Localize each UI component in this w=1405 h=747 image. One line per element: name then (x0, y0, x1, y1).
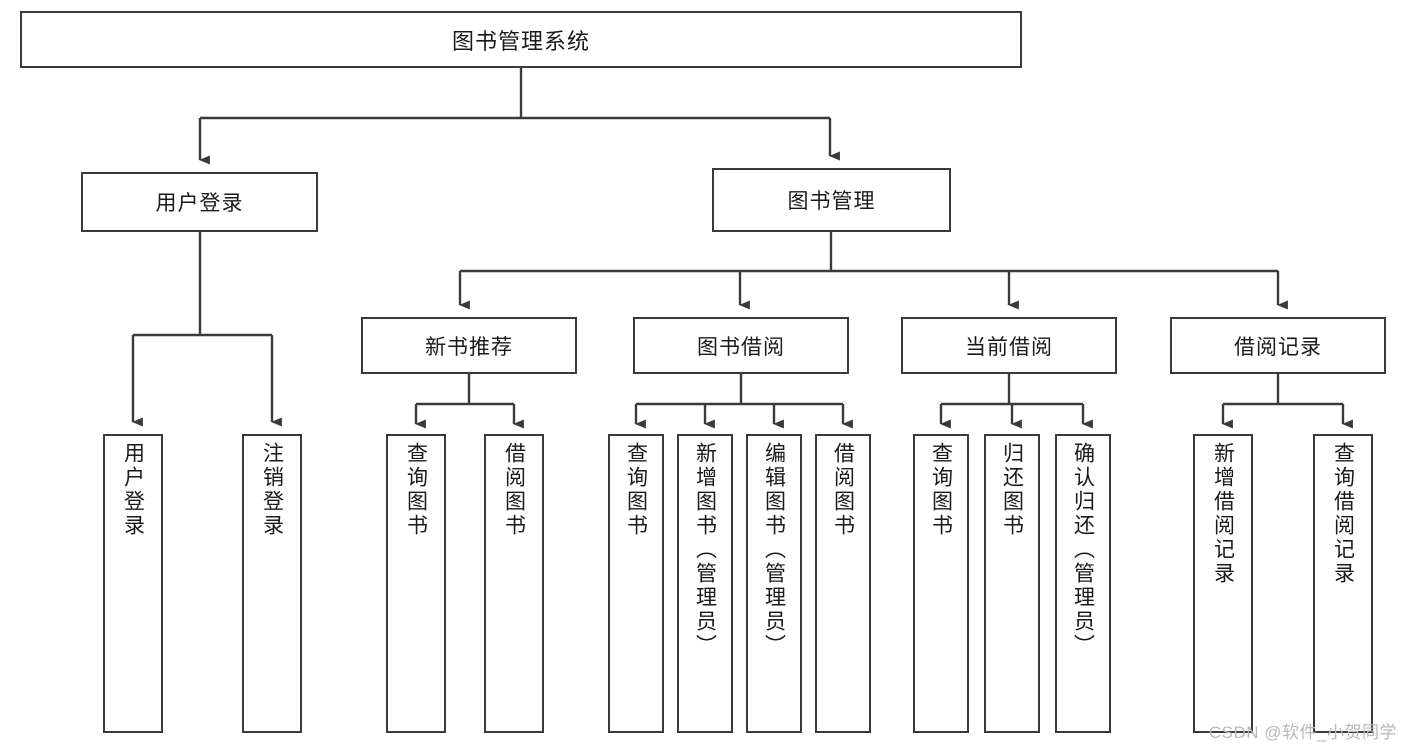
node-leaf-add-book-label: 新增图书（管理员） (693, 442, 717, 658)
node-leaf-return-book-label: 归还图书 (1000, 442, 1024, 538)
watermark: CSDN @软件_小贺同学 (1208, 723, 1397, 742)
node-leaf-query-book-3[interactable]: 查询图书 (913, 434, 969, 733)
node-leaf-logout-label: 注销登录 (260, 442, 284, 538)
node-leaf-add-record-label: 新增借阅记录 (1211, 442, 1235, 586)
node-leaf-add-record[interactable]: 新增借阅记录 (1193, 434, 1253, 733)
node-new-book-recommend-label: 新书推荐 (425, 335, 513, 359)
node-leaf-user-login-label: 用户登录 (121, 442, 145, 538)
node-book-management[interactable]: 图书管理 (712, 168, 951, 232)
node-leaf-query-book-2-label: 查询图书 (624, 442, 648, 538)
node-book-management-label: 图书管理 (787, 190, 876, 213)
node-leaf-edit-book-label: 编辑图书（管理员） (762, 442, 786, 658)
node-book-borrow[interactable]: 图书借阅 (633, 317, 849, 374)
node-new-book-recommend[interactable]: 新书推荐 (361, 317, 577, 374)
node-leaf-borrow-book-1-label: 借阅图书 (502, 442, 526, 538)
node-leaf-edit-book[interactable]: 编辑图书（管理员） (746, 434, 802, 733)
node-leaf-query-book-2[interactable]: 查询图书 (608, 434, 664, 733)
node-user-login[interactable]: 用户登录 (81, 172, 318, 232)
node-leaf-borrow-book-2[interactable]: 借阅图书 (815, 434, 871, 733)
node-leaf-query-book-1[interactable]: 查询图书 (386, 434, 446, 733)
node-leaf-query-record-label: 查询借阅记录 (1331, 442, 1355, 586)
node-leaf-query-book-3-label: 查询图书 (929, 442, 953, 538)
node-root[interactable]: 图书管理系统 (20, 11, 1022, 68)
node-borrow-record-label: 借阅记录 (1234, 335, 1322, 359)
node-user-login-label: 用户登录 (155, 192, 244, 215)
node-root-label: 图书管理系统 (451, 28, 590, 54)
node-leaf-add-book[interactable]: 新增图书（管理员） (677, 434, 733, 733)
node-current-borrow-label: 当前借阅 (965, 335, 1053, 359)
node-leaf-confirm-return-label: 确认归还（管理员） (1071, 442, 1095, 658)
node-current-borrow[interactable]: 当前借阅 (901, 317, 1117, 374)
node-leaf-borrow-book-2-label: 借阅图书 (831, 442, 855, 538)
node-leaf-user-login[interactable]: 用户登录 (103, 434, 163, 733)
node-leaf-borrow-book-1[interactable]: 借阅图书 (484, 434, 544, 733)
node-book-borrow-label: 图书借阅 (697, 335, 785, 359)
node-leaf-return-book[interactable]: 归还图书 (984, 434, 1040, 733)
node-leaf-logout[interactable]: 注销登录 (242, 434, 302, 733)
node-leaf-query-record[interactable]: 查询借阅记录 (1313, 434, 1373, 733)
node-borrow-record[interactable]: 借阅记录 (1170, 317, 1386, 374)
node-leaf-confirm-return[interactable]: 确认归还（管理员） (1055, 434, 1111, 733)
node-leaf-query-book-1-label: 查询图书 (404, 442, 428, 538)
